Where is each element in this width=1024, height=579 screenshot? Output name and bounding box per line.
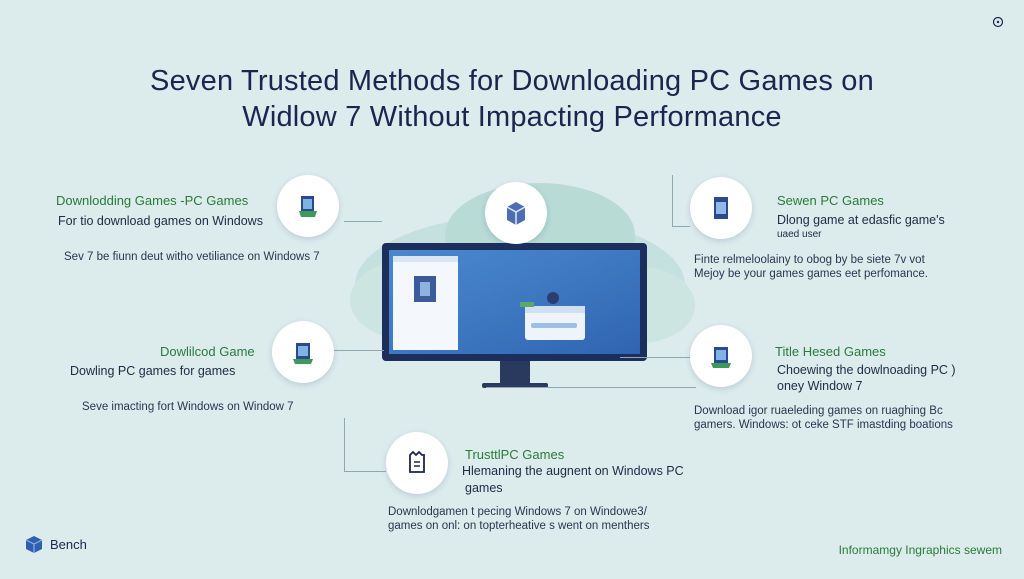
item-4-description-line-2: Mejoy be your games games eet perfomance… [694,268,928,280]
download-panel-bar [525,306,585,313]
item-4-heading: Sewen PC Games [777,193,884,208]
item-3-subtitle: Hlemaning the augnent on Windows PC [462,464,684,478]
item-3-subtitle-line-2: games [465,481,503,495]
connector-line [344,221,382,222]
footer-text: Informamgy Ingraphics sewem [838,543,1002,557]
screen-window [393,256,458,350]
game-box-icon [506,202,526,225]
item-2-heading: Dowlilcod Game [160,344,255,359]
monitor-base [482,383,548,388]
item-5-heading: Title Hesed Games [775,344,886,359]
connector-line [344,471,386,472]
item-1-heading: Downlodding Games -PC Games [56,193,249,208]
game-box-icon [293,343,313,364]
connector-line [672,226,690,227]
game-box-icon [409,450,425,473]
item-1-description: Sev 7 be fiunn deut witho vetiliance on … [64,251,320,263]
brand[interactable]: Bench [22,532,87,556]
item-3-description: Downlodgamen t pecing Windows 7 on Windo… [388,506,647,518]
monitor-stand [500,361,530,383]
item-2-icon-circle[interactable] [272,321,334,383]
title-line-1: Seven Trusted Methods for Downloading PC… [150,65,874,97]
item-5-description: Download igor ruaeleding games on ruaghi… [694,405,943,417]
connector-line [334,350,384,351]
item-4-subtitle-line-2: uaed user [777,229,822,240]
info-icon[interactable] [992,16,1004,31]
title-line-2: Widlow 7 Without Impacting Performance [242,101,782,133]
item-2-description: Seve imacting fort Windows on Window 7 [82,401,294,413]
item-2-subtitle: Dowling PC games for games [70,364,236,378]
item-top-icon-circle[interactable] [485,182,547,244]
connector-line [486,387,696,388]
item-3-description-line-2: games on onl: on topterheative s went on… [388,520,650,532]
item-5-icon-circle[interactable] [690,325,752,387]
cube-logo-icon [25,536,43,553]
connector-line [620,357,690,358]
game-box-icon [299,196,317,217]
game-box-icon [714,197,728,219]
game-box-icon [711,347,731,368]
item-5-subtitle-line-2: oney Window 7 [777,379,863,393]
panel-green-bar [520,302,534,307]
connector-line [344,418,345,472]
item-4-description: Finte relmeloolainy to obog by be siete … [694,254,925,266]
game-figure-on-screen [547,292,559,304]
item-5-subtitle: Choewing the dowlnoading PC ) [777,363,956,377]
brand-name: Bench [50,536,87,552]
item-3-heading: TrusttlPC Games [465,447,565,462]
item-3-icon-circle[interactable] [386,432,448,494]
item-4-icon-circle[interactable] [690,177,752,239]
connector-line [672,175,673,227]
item-4-subtitle: Dlong game at edasfic game's [777,213,945,227]
game-box-side [420,282,430,296]
item-5-description-line-2: gamers. Windows: ot ceke STF imastding b… [694,419,953,431]
progress-bar [531,323,577,328]
central-illustration [350,183,695,388]
window-bar [393,256,458,262]
item-1-subtitle: For tio download games on Windows [58,214,263,228]
item-1-icon-circle[interactable] [277,175,339,237]
